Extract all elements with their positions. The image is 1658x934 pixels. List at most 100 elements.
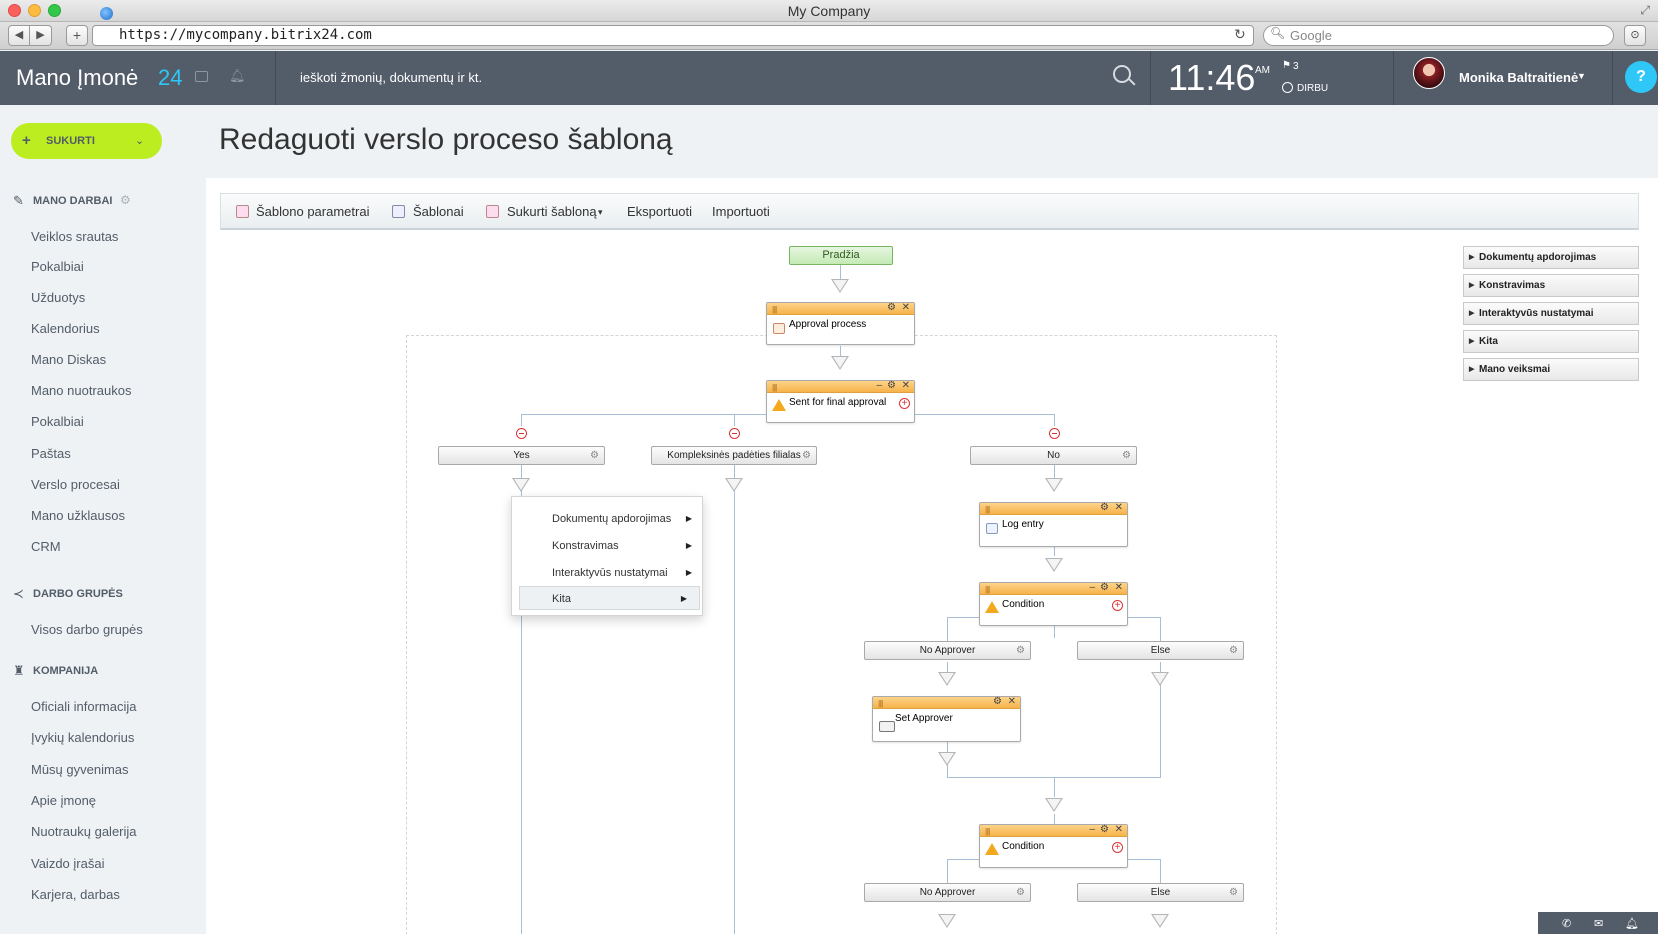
menu-item-other[interactable]: Kita▶ [519,586,700,610]
gear-icon[interactable]: ⚙ [1016,887,1025,898]
drop-arrow[interactable] [512,478,530,492]
branch-complex[interactable]: Kompleksinės padėties filialas⚙ [651,446,817,465]
close-icon[interactable]: ✕ [1114,502,1123,513]
global-search-input[interactable]: ieškoti žmonių, dokumentų ir kt. [300,70,483,85]
panel-group-interactive-settings[interactable]: ▶Interaktyvūs nustatymai [1463,302,1639,325]
forward-button[interactable]: ▶ [30,25,52,46]
drop-arrow[interactable] [1045,558,1063,572]
activity-set-approver[interactable]: ||||⚙✕ Set Approver [872,696,1021,742]
minimize-icon[interactable]: – [876,380,882,391]
avatar[interactable] [1413,57,1445,89]
company-logo[interactable]: Mano Įmonė [16,65,139,90]
gear-icon[interactable]: ⚙ [1100,502,1109,513]
section-my-work[interactable]: MANO DARBAI [33,195,113,207]
gear-icon[interactable]: ⚙ [1016,645,1025,656]
remove-branch-icon[interactable] [1049,428,1060,439]
gear-icon[interactable]: ⚙ [993,696,1002,707]
branch-yes[interactable]: Yes⚙ [438,446,605,465]
sidebar-item-activity-stream[interactable]: Veiklos srautas [31,229,119,244]
close-icon[interactable]: ✕ [1007,696,1016,707]
add-branch-icon[interactable]: + [1112,600,1123,611]
sidebar-item-events-calendar[interactable]: Įvykių kalendorius [31,730,135,745]
close-icon[interactable]: ✕ [901,302,910,313]
chevron-down-icon[interactable]: ▼ [1577,71,1586,81]
minimize-icon[interactable]: – [1089,824,1095,835]
sidebar-item-calendar[interactable]: Kalendorius [31,321,100,336]
chevron-down-icon[interactable]: ⌄ [135,135,145,147]
gear-icon[interactable]: ⚙ [1100,824,1109,835]
templates-button[interactable]: Šablonai [413,204,464,219]
remove-branch-icon[interactable] [516,428,527,439]
menu-item-construction[interactable]: Konstravimas▶ [512,534,704,558]
panel-group-other[interactable]: ▶Kita [1463,330,1639,353]
section-workgroups[interactable]: DARBO GRUPĖS [33,588,123,600]
panel-group-document-processing[interactable]: ▶Dokumentų apdorojimas [1463,246,1639,269]
activity-condition[interactable]: ||||–⚙✕ Condition+ [979,582,1128,626]
reload-icon[interactable]: ↻ [1234,26,1246,42]
branch-no[interactable]: No⚙ [970,446,1137,465]
browser-search-input[interactable]: Google [1263,25,1614,46]
menu-item-document-processing[interactable]: Dokumentų apdorojimas▶ [512,507,704,531]
add-branch-icon[interactable]: + [1112,842,1123,853]
add-branch-icon[interactable]: + [899,398,910,409]
template-params-button[interactable]: Šablono parametrai [256,204,370,219]
sidebar-item-photo-gallery[interactable]: Nuotraukų galerija [31,824,137,839]
gear-icon[interactable]: ⚙ [1100,582,1109,593]
work-status[interactable]: DIRBU [1297,83,1329,94]
bell-icon[interactable]: 🔔︎ [229,68,246,83]
branch-else[interactable]: Else⚙ [1077,641,1244,660]
gear-icon[interactable]: ⚙ [1229,645,1238,656]
drop-arrow[interactable] [831,356,849,370]
sidebar-item-all-workgroups[interactable]: Visos darbo grupės [31,622,143,637]
sidebar-item-my-requests[interactable]: Mano užklausos [31,508,125,523]
panel-group-my-actions[interactable]: ▶Mano veiksmai [1463,358,1639,381]
sidebar-item-crm[interactable]: CRM [31,539,61,554]
sidebar-item-business-processes[interactable]: Verslo procesai [31,477,120,492]
drop-arrow[interactable] [1151,672,1169,686]
extension-button[interactable]: ⊙ [1624,25,1646,46]
close-icon[interactable]: ✕ [1114,582,1123,593]
branch-no-approver[interactable]: No Approver⚙ [864,641,1031,660]
panel-group-construction[interactable]: ▶Konstravimas [1463,274,1639,297]
drop-arrow[interactable] [831,279,849,293]
flag-icon[interactable]: ⚑ [1282,60,1291,71]
bell-icon[interactable]: 🔔︎ [1625,918,1639,930]
sidebar-item-mail[interactable]: Paštas [31,446,71,461]
branch-else[interactable]: Else⚙ [1077,883,1244,902]
gear-icon[interactable]: ⚙ [887,302,896,313]
new-tab-button[interactable]: + [66,25,88,46]
minimize-window-button[interactable] [28,4,41,17]
gear-icon[interactable]: ⚙ [1122,450,1131,461]
close-window-button[interactable] [8,4,21,17]
chevron-down-icon[interactable]: ▾ [598,207,603,217]
drop-arrow[interactable] [1045,478,1063,492]
phone-icon[interactable]: ✆ [1562,918,1572,930]
search-icon[interactable] [1113,65,1131,83]
address-bar[interactable]: https://mycompany.bitrix24.com [92,25,1254,46]
export-button[interactable]: Eksportuoti [627,204,693,219]
sidebar-item-official-info[interactable]: Oficiali informacija [31,699,137,714]
sidebar-item-chats[interactable]: Pokalbiai [31,259,84,274]
sidebar-item-careers[interactable]: Karjera, darbas [31,887,120,902]
drop-arrow[interactable] [725,478,743,492]
sidebar-item-my-drive[interactable]: Mano Diskas [31,352,107,367]
fullscreen-icon[interactable]: ⤢ [1640,3,1650,17]
chat-icon[interactable] [195,71,208,82]
chat-icon[interactable]: ✉ [1594,918,1604,930]
drop-arrow[interactable] [938,914,956,928]
drop-arrow[interactable] [938,752,956,766]
activity-log-entry[interactable]: ||||⚙✕ Log entry [979,502,1128,547]
close-icon[interactable]: ✕ [901,380,910,391]
drop-arrow[interactable] [1151,914,1169,928]
sidebar-item-tasks[interactable]: Užduotys [31,290,86,305]
close-icon[interactable]: ✕ [1114,824,1123,835]
activity-condition[interactable]: ||||–⚙✕ Condition+ [979,824,1128,868]
sidebar-item-videos[interactable]: Vaizdo įrašai [31,856,105,871]
branch-no-approver[interactable]: No Approver⚙ [864,883,1031,902]
back-button[interactable]: ◀ [8,25,30,46]
create-button[interactable]: SUKURTI [11,123,162,159]
drop-arrow[interactable] [938,672,956,686]
remove-branch-icon[interactable] [729,428,740,439]
gear-icon[interactable]: ⚙ [1229,887,1238,898]
logo-24[interactable]: 24 [158,65,183,90]
